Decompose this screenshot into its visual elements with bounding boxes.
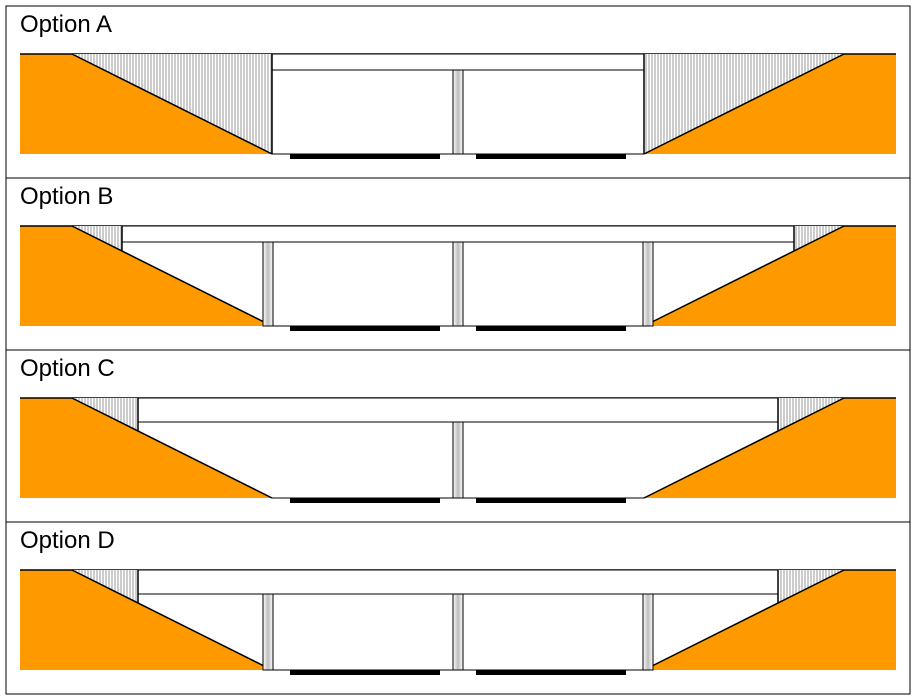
footing-right <box>476 498 626 503</box>
deck <box>121 225 795 243</box>
slope-right <box>643 53 845 155</box>
soil-right <box>644 570 896 670</box>
panel-label: Option D <box>20 527 115 554</box>
end-pier-left <box>262 593 274 671</box>
footing-right <box>476 326 626 331</box>
slope-right <box>643 397 845 499</box>
center-pier <box>452 421 464 499</box>
center-pier <box>452 593 464 671</box>
slope-left <box>71 225 273 327</box>
deck <box>137 397 779 423</box>
footing-right <box>476 670 626 675</box>
deck <box>271 53 645 71</box>
panel-label: Option C <box>20 355 115 382</box>
slope-right <box>643 569 845 671</box>
panel-label: Option B <box>20 183 113 210</box>
end-pier-right <box>642 593 654 671</box>
slope-left <box>71 53 273 155</box>
slope-left <box>71 569 273 671</box>
soil-right <box>644 226 896 326</box>
footing-left <box>290 670 440 675</box>
deck <box>137 569 779 595</box>
option-panel-4: Option D <box>5 521 911 695</box>
footing-left <box>290 154 440 159</box>
footing-left <box>290 326 440 331</box>
end-pier-left <box>262 241 274 327</box>
option-panel-2: Option B <box>5 177 911 351</box>
footing-left <box>290 498 440 503</box>
slope-right <box>643 225 845 327</box>
soil-left <box>20 226 272 326</box>
soil-right <box>644 398 896 498</box>
option-panel-3: Option C <box>5 349 911 523</box>
center-pier <box>452 241 464 327</box>
panel-label: Option A <box>20 11 112 38</box>
footing-right <box>476 154 626 159</box>
soil-left <box>20 398 272 498</box>
end-pier-right <box>642 241 654 327</box>
soil-left <box>20 54 272 154</box>
slope-left <box>71 397 273 499</box>
soil-left <box>20 570 272 670</box>
soil-right <box>644 54 896 154</box>
center-pier <box>452 69 464 155</box>
option-panel-1: Option A <box>5 5 911 179</box>
